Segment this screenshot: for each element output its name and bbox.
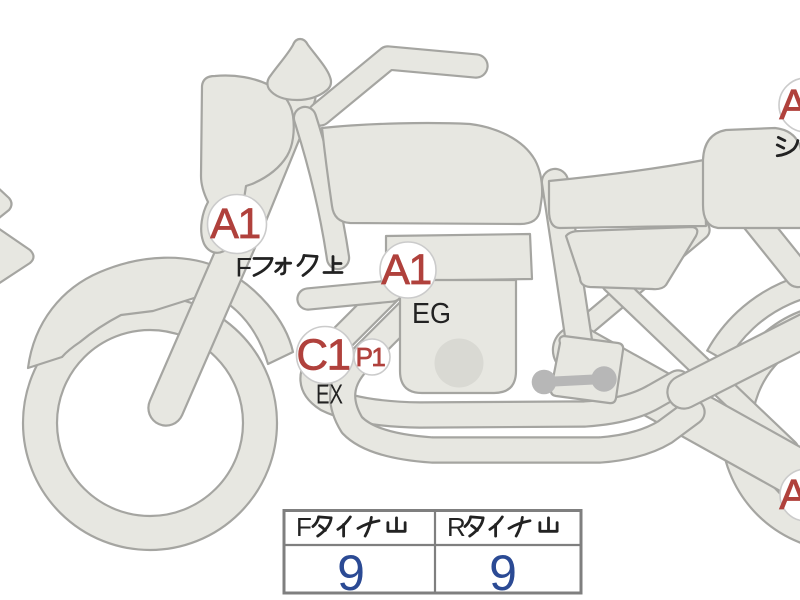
svg-text:F: F — [296, 512, 312, 542]
svg-text:A1: A1 — [779, 81, 800, 129]
svg-text:C1: C1 — [296, 331, 349, 380]
svg-text:P1: P1 — [356, 342, 386, 372]
svg-text:R: R — [447, 512, 466, 542]
svg-text:EG: EG — [412, 298, 451, 330]
svg-text:EX: EX — [316, 379, 343, 410]
svg-text:9: 9 — [489, 545, 517, 600]
svg-text:A1: A1 — [779, 471, 800, 519]
svg-text:F: F — [236, 253, 253, 283]
svg-text:A1: A1 — [381, 246, 431, 294]
svg-text:A1: A1 — [210, 200, 260, 248]
svg-text:9: 9 — [337, 545, 365, 600]
